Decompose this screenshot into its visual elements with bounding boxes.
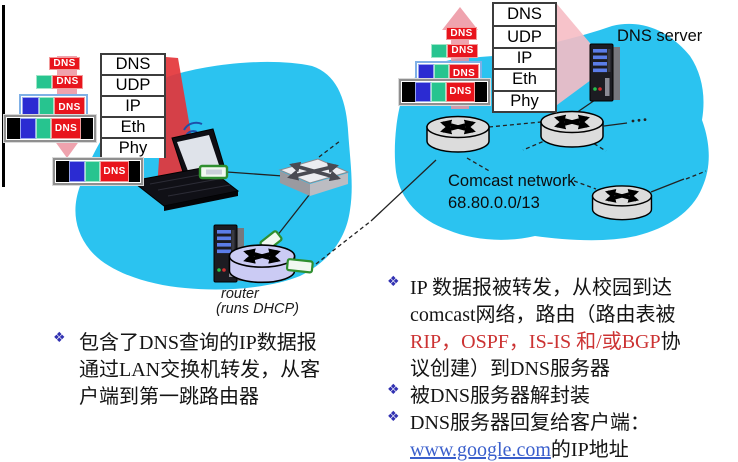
dns-payload-segment: DNS [52, 75, 83, 89]
ip-header-segment [415, 82, 431, 102]
eth-header-segment [402, 82, 415, 102]
comcast-router-1-icon [427, 117, 489, 153]
bullet-marker: ❖ [387, 274, 400, 290]
bullet-marker: ❖ [53, 330, 66, 346]
udp-header-segment [431, 44, 447, 58]
router-port-icon [285, 258, 314, 274]
stack-row-eth: Eth [494, 68, 555, 90]
bullet-right1-line1: IP 数据报被转发，从校园到达 [410, 277, 673, 299]
dns-server-label: DNS server [617, 27, 703, 45]
routing-protocols-text: RIP，OSPF，IS-IS 和/或BGP [410, 331, 661, 353]
dns-payload-segment: DNS [446, 27, 477, 40]
router-dhcp-label: (runs DHCP) [216, 301, 299, 317]
google-link[interactable]: www.google.com [410, 439, 551, 461]
bullet-marker: ❖ [387, 409, 400, 425]
dhcp-router-icon [229, 245, 294, 282]
eth-header-segment [56, 161, 69, 182]
connection-lines [226, 99, 707, 265]
dns-payload-segment: DNS [100, 161, 129, 182]
bullet-right1-line2: comcast网络，路由（路由表被 [410, 304, 676, 326]
bullet-left-line2: 通过LAN交换机转发，从客 [79, 359, 321, 381]
stack-row-dns: DNS [102, 55, 164, 74]
dns-payload-segment: DNS [446, 82, 475, 102]
ip-address-tail: 的IP地址 [550, 439, 629, 461]
packet-row: DNS [36, 75, 83, 89]
comcast-router-2-icon [541, 112, 603, 148]
packet-row: DNS [431, 44, 478, 58]
stack-row-dns: DNS [494, 4, 555, 26]
eth-trailer-segment [129, 161, 140, 182]
stack-row-udp: UDP [102, 74, 164, 95]
bullet-right1-line4: 议创建）到DNS服务器 [410, 358, 611, 380]
bullet-right1-line3: RIP，OSPF，IS-IS 和/或BGP协 [410, 325, 681, 354]
bullet-right2: 被DNS服务器解封装 [410, 385, 591, 407]
packet-row: DNS [399, 79, 490, 105]
protocol-stack-server: DNS UDP IP Eth Phy [492, 2, 557, 113]
stack-row-phy: Phy [494, 89, 555, 111]
udp-header-segment [431, 82, 446, 102]
packet-row: DNS [446, 27, 477, 40]
bullet-left-line3: 户端到第一跳路由器 [79, 386, 259, 408]
comcast-prefix-label: 68.80.0.0/13 [448, 194, 540, 212]
dns-payload-segment: DNS [51, 118, 81, 139]
stack-row-ip: IP [102, 95, 164, 116]
dns-server-icon [589, 43, 621, 102]
protocol-stack-client: DNS UDP IP Eth Phy [100, 53, 166, 158]
eth-trailer-segment [81, 118, 93, 139]
stack-row-udp: UDP [494, 25, 555, 47]
ellipsis-dots [631, 118, 647, 123]
eth-trailer-segment [475, 82, 487, 102]
dns-payload-segment: DNS [49, 57, 80, 70]
line3-tail: 协 [660, 331, 681, 353]
dns-payload-segment: DNS [447, 44, 478, 58]
pink-beam [557, 4, 595, 105]
packet-row: DNS [53, 158, 143, 185]
bullet-right3-line2: www.google.com的IP地址 [410, 433, 629, 462]
udp-header-segment [85, 161, 100, 182]
stack-row-eth: Eth [102, 116, 164, 137]
ethernet-dongle-icon [198, 164, 229, 180]
bullet-marker: ❖ [387, 382, 400, 398]
stack-row-ip: IP [494, 46, 555, 69]
slide-edge-mark [2, 5, 5, 187]
bullet-right3-line1: DNS服务器回复给客户端： [410, 412, 651, 434]
udp-header-segment [36, 75, 52, 89]
packet-row: DNS [4, 115, 96, 142]
stack-row-phy: Phy [102, 137, 164, 158]
comcast-network-label: Comcast network [448, 172, 576, 190]
comcast-router-3-icon [593, 186, 652, 220]
udp-header-segment [36, 118, 51, 139]
switch-icon [278, 158, 350, 196]
router-label: router [221, 286, 259, 302]
ip-header-segment [69, 161, 85, 182]
ip-header-segment [20, 118, 36, 139]
eth-header-segment [7, 118, 20, 139]
bullet-left-line1: 包含了DNS查询的IP数据报 [79, 332, 317, 354]
packet-row: DNS [49, 57, 80, 70]
